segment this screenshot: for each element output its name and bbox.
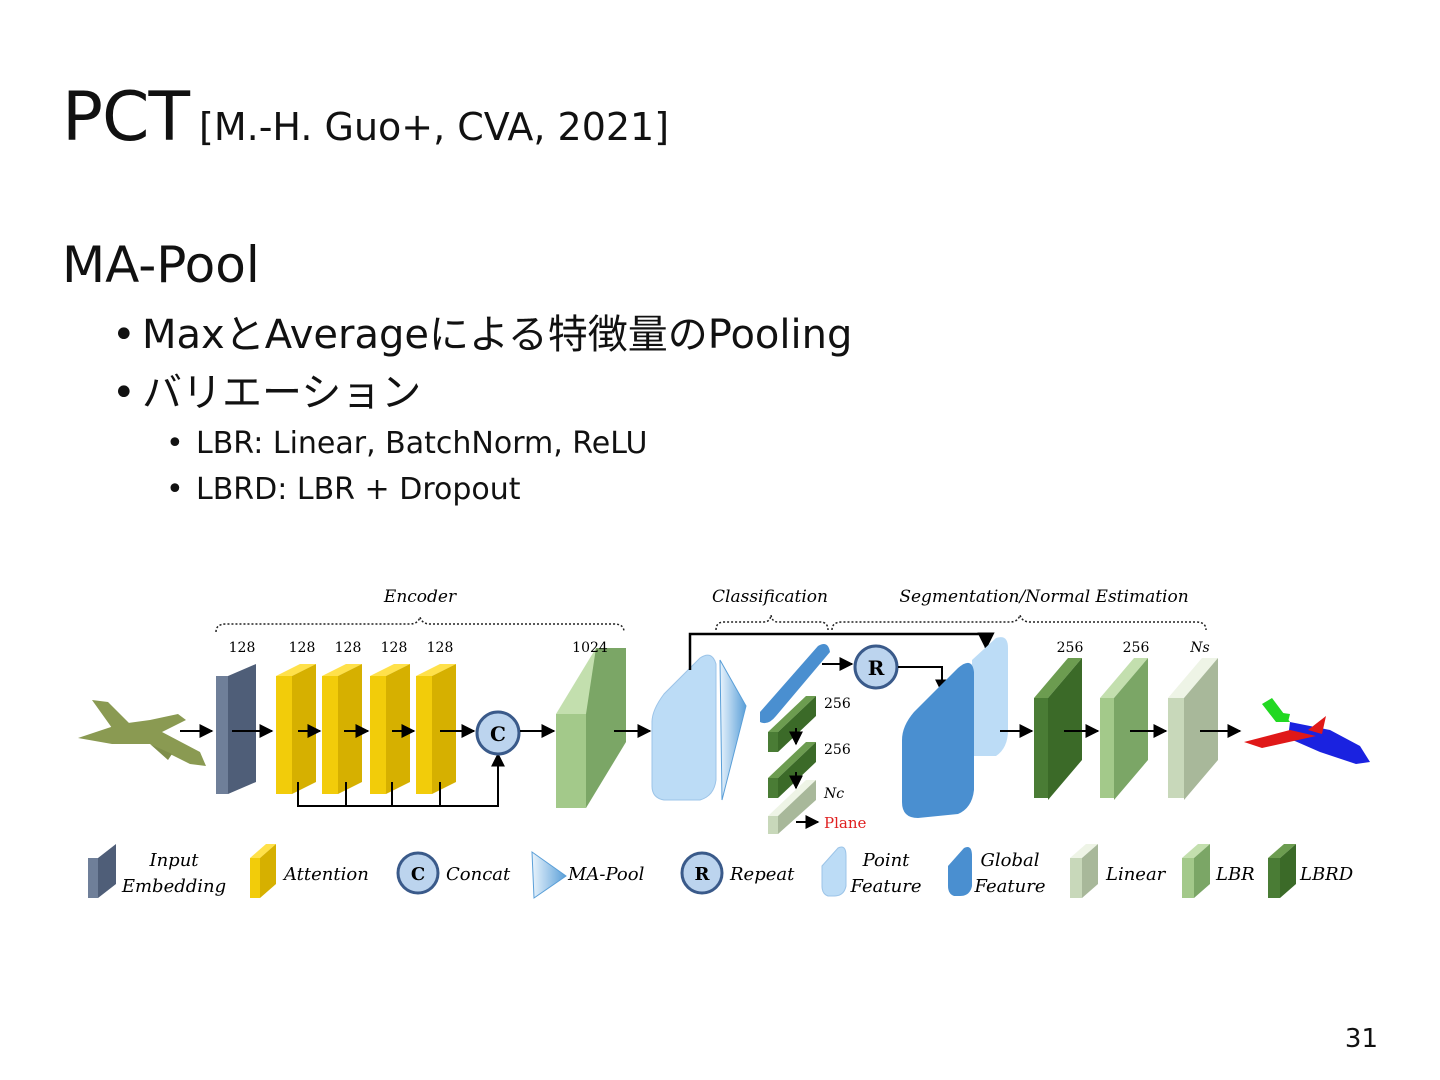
sub-bullet-2: • LBRD: LBR + Dropout — [166, 472, 521, 507]
legend-linear: Linear — [1070, 844, 1167, 898]
dim-label-lbr: 1024 — [572, 640, 608, 656]
ma-pool-block — [719, 659, 747, 801]
encoder-label: Encoder — [383, 587, 457, 607]
dim-label-att1: 128 — [289, 640, 316, 656]
sub-bullet-1: • LBR: Linear, BatchNorm, ReLU — [166, 426, 647, 461]
legend-repeat: R Repeat — [680, 851, 795, 895]
classification-label: Classification — [712, 587, 828, 607]
legend: Input Embedding Attention C Concat MA-Po… — [88, 844, 1354, 899]
skip-line-to-segmentation — [688, 632, 995, 670]
dim-label-seg3: Ns — [1189, 640, 1209, 656]
title-main: PCT — [62, 78, 190, 157]
global-feature-cls — [760, 644, 830, 724]
classification-brace — [715, 614, 829, 631]
linear-block-seg — [1168, 658, 1218, 800]
page-number: 31 — [1344, 1024, 1378, 1054]
legend-lbr: LBR — [1182, 844, 1255, 898]
lbrd-block-cls-1 — [768, 696, 816, 752]
dim-label-cls1: 256 — [824, 696, 851, 712]
concat-node — [475, 710, 521, 756]
linear-block-cls — [768, 780, 816, 834]
legend-ma-pool: MA-Pool — [531, 851, 645, 899]
sub-bullet-1-text: LBR: Linear, BatchNorm, ReLU — [196, 426, 648, 461]
output-airplane-icon — [1244, 698, 1370, 764]
legend-lbrd-label: LBRD — [1299, 864, 1354, 885]
segmentation-label: Segmentation/Normal Estimation — [899, 587, 1188, 607]
point-feature-block — [651, 654, 717, 801]
legend-global-feature-line1: Global — [981, 850, 1040, 871]
slide-title: PCT[M.-H. Guo+, CVA, 2021] — [62, 78, 669, 157]
legend-linear-label: Linear — [1105, 864, 1167, 885]
lbrd-block-seg-1 — [1034, 658, 1082, 800]
title-citation: [M.-H. Guo+, CVA, 2021] — [199, 105, 670, 149]
bullet-dot: • — [112, 370, 136, 416]
segmentation-brace — [831, 612, 1207, 631]
dim-label-cls2: 256 — [824, 742, 851, 758]
concat-node-symbol: C — [490, 722, 506, 746]
concat-skip-line — [297, 752, 505, 807]
legend-input-embedding: Input Embedding — [88, 844, 226, 898]
attention-block-2 — [322, 664, 362, 794]
dim-label-att3: 128 — [381, 640, 408, 656]
lbr-block-seg-2 — [1100, 658, 1148, 800]
legend-global-feature-line2: Feature — [974, 876, 1046, 897]
plane-label: Plane — [824, 814, 866, 832]
bullet-dot: • — [112, 312, 136, 358]
attention-block-4 — [416, 664, 456, 794]
legend-attention: Attention — [250, 844, 369, 898]
legend-repeat-symbol: R — [695, 864, 711, 885]
legend-ma-pool-label: MA-Pool — [567, 864, 645, 885]
dim-label-att4: 128 — [427, 640, 454, 656]
input-airplane-icon — [78, 700, 206, 766]
dim-label-input: 128 — [229, 640, 256, 656]
legend-point-feature-line1: Point — [862, 850, 911, 871]
legend-point-feature-line2: Feature — [850, 876, 922, 897]
dim-label-seg2: 256 — [1123, 640, 1150, 656]
legend-input-embedding-line2: Embedding — [121, 876, 226, 897]
seg-concat-feature — [902, 637, 1008, 818]
input-embedding-block — [216, 664, 256, 794]
repeat-node — [853, 644, 899, 690]
dim-label-att2: 128 — [335, 640, 362, 656]
dim-label-cls3: Nc — [823, 786, 844, 802]
legend-global-feature: Global Feature — [948, 847, 1045, 897]
repeat-node-symbol: R — [868, 656, 885, 680]
legend-concat-label: Concat — [446, 864, 511, 885]
arrow — [898, 666, 949, 694]
bullet-2: •バリエーション — [112, 360, 421, 418]
section-heading: MA-Pool — [62, 236, 260, 294]
bullet-1-text: MaxとAverageによる特徴量のPooling — [142, 312, 853, 358]
legend-concat: C Concat — [396, 851, 511, 895]
legend-lbr-label: LBR — [1215, 864, 1255, 885]
attention-block-1 — [276, 664, 316, 794]
bullet-dot: • — [166, 426, 184, 461]
legend-lbrd: LBRD — [1268, 844, 1354, 898]
lbrd-block-cls-2 — [768, 742, 816, 798]
legend-concat-symbol: C — [411, 864, 425, 885]
bullet-dot: • — [166, 472, 184, 507]
legend-repeat-label: Repeat — [729, 864, 795, 885]
bullet-1: •MaxとAverageによる特徴量のPooling — [112, 302, 852, 360]
bullet-2-text: バリエーション — [142, 370, 422, 416]
dim-label-seg1: 256 — [1057, 640, 1084, 656]
legend-point-feature: Point Feature — [821, 846, 922, 897]
sub-bullet-2-text: LBRD: LBR + Dropout — [196, 472, 521, 507]
lbr-block-1024 — [556, 648, 626, 808]
encoder-brace — [215, 614, 625, 633]
legend-attention-label: Attention — [282, 864, 369, 885]
attention-block-3 — [370, 664, 410, 794]
legend-input-embedding-line1: Input — [148, 850, 199, 871]
